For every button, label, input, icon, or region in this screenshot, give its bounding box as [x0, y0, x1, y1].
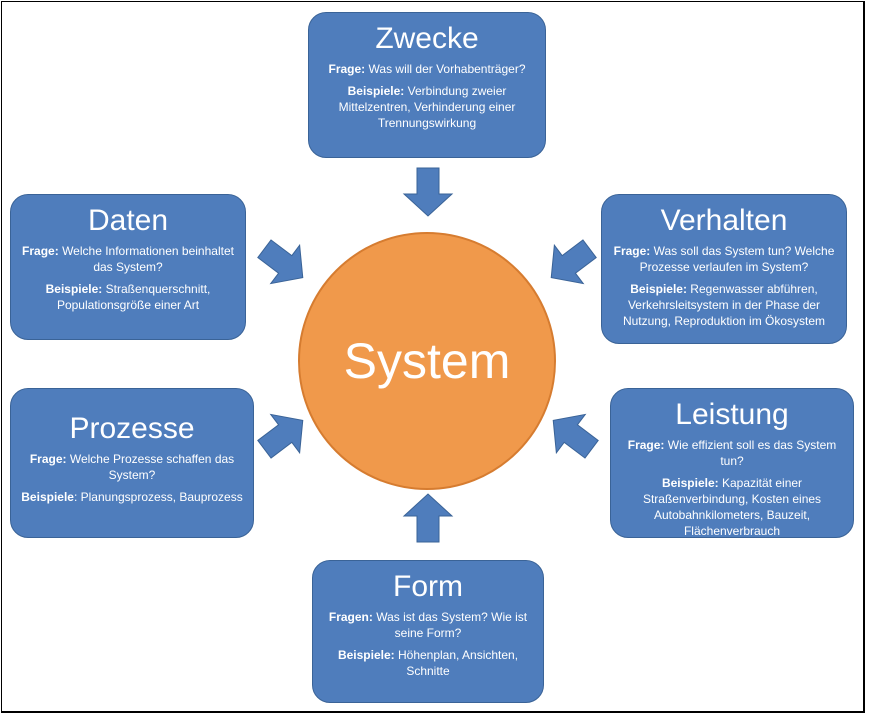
box-leistung-examples-text: Kapazität einer Straßenverbindung, Koste…	[642, 476, 822, 538]
box-verhalten-examples-text: Regenwasser abführen, Verkehrsleitsystem…	[622, 282, 826, 328]
box-leistung-question-text: Wie effizient soll es das System tun?	[664, 438, 837, 468]
box-prozesse-examples: Beispiele: Planungsprozess, Bauprozess	[21, 489, 243, 505]
box-form-question: Fragen: Was ist das System? Wie ist sein…	[323, 609, 533, 641]
box-zwecke-examples: Beispiele: Verbindung zweier Mittelzentr…	[319, 83, 535, 131]
box-leistung-question: Frage: Wie effizient soll es das System …	[621, 437, 843, 469]
box-daten-examples: Beispiele: Straßenquerschnitt, Populatio…	[21, 281, 235, 313]
box-prozesse-examples-label: Beispiele	[21, 490, 74, 504]
box-form-question-label: Fragen:	[328, 610, 373, 624]
box-leistung-question-label: Frage:	[627, 438, 665, 452]
box-prozesse-question: Frage: Welche Prozesse schaffen das Syst…	[21, 451, 243, 483]
box-form: Form Fragen: Was ist das System? Wie ist…	[312, 560, 544, 703]
arrow-prozesse	[249, 400, 318, 469]
arrow-zwecke	[403, 167, 453, 217]
box-daten-question: Frage: Welche Informationen beinhaltet d…	[21, 243, 235, 275]
box-zwecke-question-text: Was will der Vorhabenträger?	[365, 62, 526, 76]
box-form-title: Form	[393, 570, 463, 603]
arrow-daten	[249, 229, 318, 298]
box-form-examples: Beispiele: Höhenplan, Ansichten, Schnitt…	[323, 647, 533, 679]
box-leistung-title: Leistung	[675, 398, 789, 431]
box-verhalten-examples: Beispiele: Regenwasser abführen, Verkehr…	[612, 281, 836, 329]
box-verhalten: Verhalten Frage: Was soll das System tun…	[601, 194, 847, 344]
box-form-examples-label: Beispiele:	[337, 648, 395, 662]
box-prozesse-question-text: Welche Prozesse schaffen das System?	[66, 452, 235, 482]
box-leistung: Leistung Frage: Wie effizient soll es da…	[610, 388, 854, 538]
box-verhalten-examples-label: Beispiele:	[630, 282, 687, 296]
box-prozesse-title: Prozesse	[69, 412, 195, 445]
box-verhalten-question-label: Frage:	[613, 244, 651, 258]
box-daten-examples-text: Straßenquerschnitt, Populationsgröße ein…	[56, 282, 211, 312]
box-verhalten-question-text: Was soll das System tun? Welche Prozesse…	[639, 244, 835, 274]
box-form-question-text: Was ist das System? Wie ist seine Form?	[372, 610, 528, 640]
box-leistung-examples-label: Beispiele:	[661, 476, 719, 490]
box-zwecke: Zwecke Frage: Was will der Vorhabenträge…	[308, 12, 546, 158]
box-daten-question-text: Welche Informationen beinhaltet das Syst…	[58, 244, 234, 274]
box-daten-examples-label: Beispiele:	[45, 282, 103, 296]
arrow-leistung	[538, 400, 607, 469]
box-daten-title: Daten	[87, 204, 169, 237]
arrow-verhalten	[536, 229, 605, 298]
box-prozesse-question-label: Frage:	[29, 452, 67, 466]
box-zwecke-question: Frage: Was will der Vorhabenträger?	[319, 61, 535, 77]
box-zwecke-question-label: Frage:	[328, 62, 366, 76]
box-zwecke-title: Zwecke	[375, 22, 479, 55]
box-form-examples-text: Höhenplan, Ansichten, Schnitte	[394, 648, 519, 678]
box-zwecke-examples-text: Verbindung zweier Mittelzentren, Verhind…	[338, 84, 516, 130]
system-circle: System	[298, 232, 556, 490]
box-prozesse-examples-text: : Planungsprozess, Bauprozess	[73, 490, 243, 504]
system-label: System	[343, 333, 511, 389]
box-leistung-examples: Beispiele: Kapazität einer Straßenverbin…	[621, 475, 843, 539]
arrow-form	[403, 493, 453, 543]
box-zwecke-examples-label: Beispiele:	[347, 84, 405, 98]
box-verhalten-question: Frage: Was soll das System tun? Welche P…	[612, 243, 836, 275]
box-daten: Daten Frage: Welche Informationen beinha…	[10, 194, 246, 340]
box-prozesse: Prozesse Frage: Welche Prozesse schaffen…	[10, 388, 254, 538]
box-daten-question-label: Frage:	[22, 244, 59, 258]
box-verhalten-title: Verhalten	[660, 204, 788, 237]
